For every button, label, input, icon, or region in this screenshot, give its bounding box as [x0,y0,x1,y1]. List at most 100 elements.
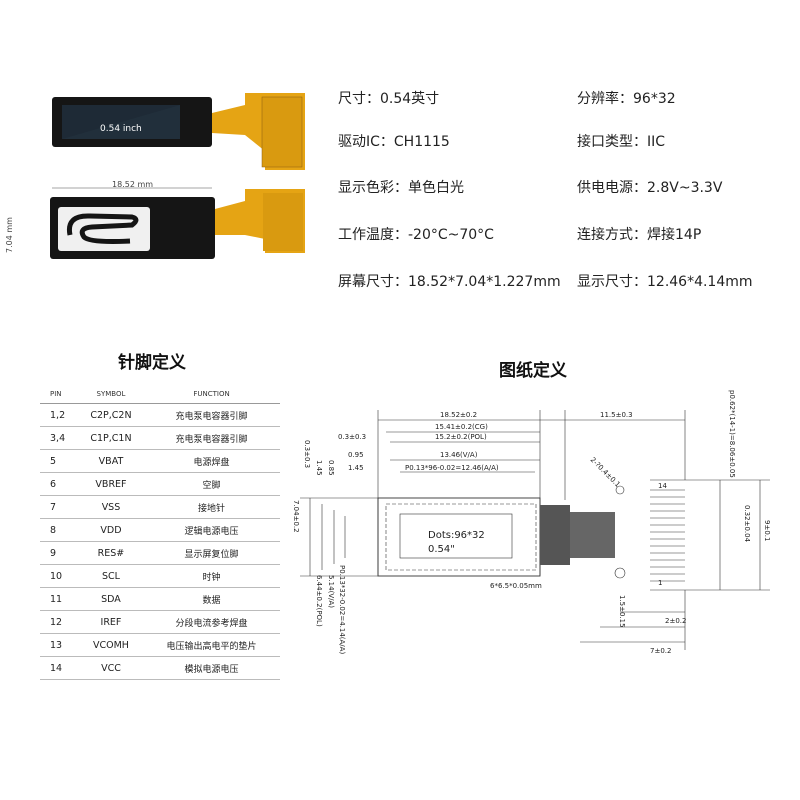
pin-definition-title: 针脚定义 [118,353,186,373]
dim-1-5: 1.5±0.15 [618,595,626,628]
dim-left-0-3: 0.3±0.3 [303,440,311,468]
dim-left-1-45: 1.45 [315,460,323,476]
cell-pin: 6 [40,472,79,496]
size-label: 0.54" [428,544,455,555]
dim-pol-height: 6.44±0.2(POL) [315,575,323,627]
cell-func: 时钟 [143,564,280,588]
spec-screen-size: 屏幕尺寸：18.52*7.04*1.227mm [338,274,561,290]
dim-0-32: 0.32±0.04 [743,505,751,543]
dim-0-95: 0.95 [348,451,364,459]
cell-symbol: VCOMH [78,633,144,657]
dim-pitch: p0.62*(14-1)=8.06±0.05 [728,390,736,478]
dim-0-3: 0.3±0.3 [338,433,366,441]
height-dimension-label: 7.04 mm [5,217,14,253]
spec-interface: 接口类型：IIC [577,134,666,150]
cell-func: 电压输出高电平的垫片 [143,633,280,657]
cell-symbol: SCL [78,564,144,588]
cell-pin: 9 [40,541,79,565]
cell-func: 接地针 [143,495,280,519]
dim-aa-height: P0.13*32-0.02=4.14(A/A) [338,565,346,654]
dots-label: Dots:96*32 [428,530,485,541]
cell-pin: 11 [40,587,79,611]
cell-func: 分段电流参考焊盘 [143,610,280,634]
cell-pin: 12 [40,610,79,634]
dim-slot: 2-?0.4±0.1 [589,456,622,489]
cell-func: 充电泵电容器引脚 [143,403,280,427]
cell-func: 电源焊盘 [143,449,280,473]
pin-14-label: 14 [658,482,667,490]
mechanical-drawing: 18.52±0.2 15.41±0.2(CG) 15.2±0.2(POL) 13… [292,390,771,655]
oled-module-lit-photo: 18.52 mm 7.04 mm [5,180,305,259]
pin-table-header: PIN SYMBOL FUNCTION [40,385,280,404]
cell-pin: 3,4 [40,426,79,450]
spec-temperature: 工作温度：-20°C~70°C [338,227,494,243]
cell-pin: 5 [40,449,79,473]
oled-module-front-photo: 0.54 inch [52,93,305,170]
cell-func: 显示屏复位脚 [143,541,280,565]
cell-symbol: VSS [78,495,144,519]
spec-size: 尺寸：0.54英寸 [338,91,440,107]
cell-symbol: VBAT [78,449,144,473]
fpc-connector [540,489,685,582]
dim-left-0-85: 0.85 [327,460,335,476]
spec-color: 显示色彩：单色白光 [338,180,464,196]
cell-symbol: C1P,C1N [78,426,144,450]
spec-connection: 连接方式：焊接14P [577,227,702,243]
dim-1-45: 1.45 [348,464,364,472]
dim-7: 7±0.2 [650,647,671,655]
cell-func: 模拟电源电压 [143,656,280,680]
header-symbol: SYMBOL [78,385,144,404]
cell-symbol: VDD [78,518,144,542]
cell-symbol: C2P,C2N [78,403,144,427]
product-photos: 0.54 inch 18.52 mm 7.04 mm [5,93,305,259]
cell-pin: 14 [40,656,79,680]
dim-6x6: 6*6.5*0.05mm [490,582,542,590]
spec-resolution: 分辨率：96*32 [577,91,676,107]
dim-total-width: 18.52±0.2 [440,411,477,419]
screen-size-label: 0.54 inch [100,124,142,134]
spec-power: 供电电源：2.8V~3.3V [577,180,723,196]
header-function: FUNCTION [143,385,280,404]
cell-func: 空脚 [143,472,280,496]
dim-fpc-length: 11.5±0.3 [600,411,633,419]
spec-display-size: 显示尺寸：12.46*4.14mm [577,274,753,290]
pin-1-label: 1 [658,579,662,587]
cell-symbol: RES# [78,541,144,565]
dim-va-height: 5.14(V/A) [327,575,335,608]
cell-symbol: SDA [78,587,144,611]
dim-pol: 15.2±0.2(POL) [435,433,487,441]
cell-pin: 13 [40,633,79,657]
cell-func: 逻辑电源电压 [143,518,280,542]
spec-driver-ic: 驱动IC：CH1115 [338,134,450,150]
cell-pin: 7 [40,495,79,519]
cell-symbol: IREF [78,610,144,634]
dim-2: 2±0.2 [665,617,686,625]
dim-va: 13.46(V/A) [440,451,478,459]
cell-pin: 10 [40,564,79,588]
cell-func: 充电泵电容器引脚 [143,426,280,450]
cell-symbol: VBREF [78,472,144,496]
dim-height: 7.04±0.2 [292,500,300,533]
width-dimension-label: 18.52 mm [112,180,153,189]
dim-9: 9±0.1 [763,520,771,541]
drawing-definition-title: 图纸定义 [499,361,567,381]
header-pin: PIN [40,385,79,404]
cell-symbol: VCC [78,656,144,680]
cell-func: 数据 [143,587,280,611]
cell-pin: 1,2 [40,403,79,427]
cell-pin: 8 [40,518,79,542]
dim-cg: 15.41±0.2(CG) [435,423,488,431]
